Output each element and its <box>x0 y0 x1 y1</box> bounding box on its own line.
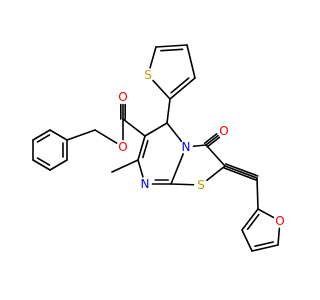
bond-line <box>111 159 139 173</box>
bond-line <box>246 213 260 231</box>
bond-lines <box>32 44 281 252</box>
atom-label-oxygen: O <box>118 90 127 104</box>
bond-line <box>223 167 258 181</box>
bond-line <box>170 183 195 186</box>
atom-label-nitrogen: N <box>141 177 150 191</box>
bond-line <box>192 144 207 148</box>
atom-label-oxygen: O <box>219 124 228 138</box>
bond-line <box>36 134 51 143</box>
atom-label-sulfur: S <box>197 178 205 192</box>
bond-line <box>224 165 258 179</box>
bond-line <box>170 153 184 185</box>
bond-line <box>206 165 226 182</box>
bond-line <box>254 241 275 248</box>
bond-line <box>142 139 149 159</box>
bond-line <box>137 135 146 161</box>
atom-label-oxygen: O <box>118 140 127 154</box>
bond-line <box>206 136 221 148</box>
bond-line <box>66 129 96 141</box>
bond-line <box>49 159 68 171</box>
bond-line <box>257 208 275 219</box>
bond-line <box>251 244 279 252</box>
atom-label-oxygen: O <box>275 214 284 228</box>
bond-line <box>137 159 144 178</box>
bond-line <box>32 159 51 171</box>
bond-line <box>160 48 184 52</box>
bond-line <box>166 122 183 142</box>
bond-line <box>186 44 196 79</box>
molecule-structure: O O O O N N S S <box>32 44 285 252</box>
bond-line <box>32 129 51 141</box>
bond-line <box>149 46 157 69</box>
bond-line <box>205 134 219 146</box>
bond-line <box>203 133 218 145</box>
bond-line <box>166 98 171 124</box>
bond-line <box>169 77 196 100</box>
atom-label-nitrogen: N <box>182 140 191 154</box>
bond-line <box>224 163 259 177</box>
bond-line <box>152 79 171 100</box>
atom-label-sulfur: S <box>144 68 152 82</box>
bond-line <box>277 227 281 246</box>
bond-line <box>155 44 188 48</box>
bond-line <box>241 208 259 231</box>
bond-line <box>36 157 51 166</box>
bond-line <box>144 122 168 137</box>
bond-line <box>241 229 253 252</box>
bond-line <box>94 129 118 144</box>
bond-line <box>170 77 190 94</box>
atom-labels: O O O O N N S S <box>118 68 284 228</box>
bond-line <box>256 177 259 210</box>
bond-line <box>49 129 68 141</box>
bond-line <box>205 144 226 167</box>
bond-line <box>122 118 146 137</box>
